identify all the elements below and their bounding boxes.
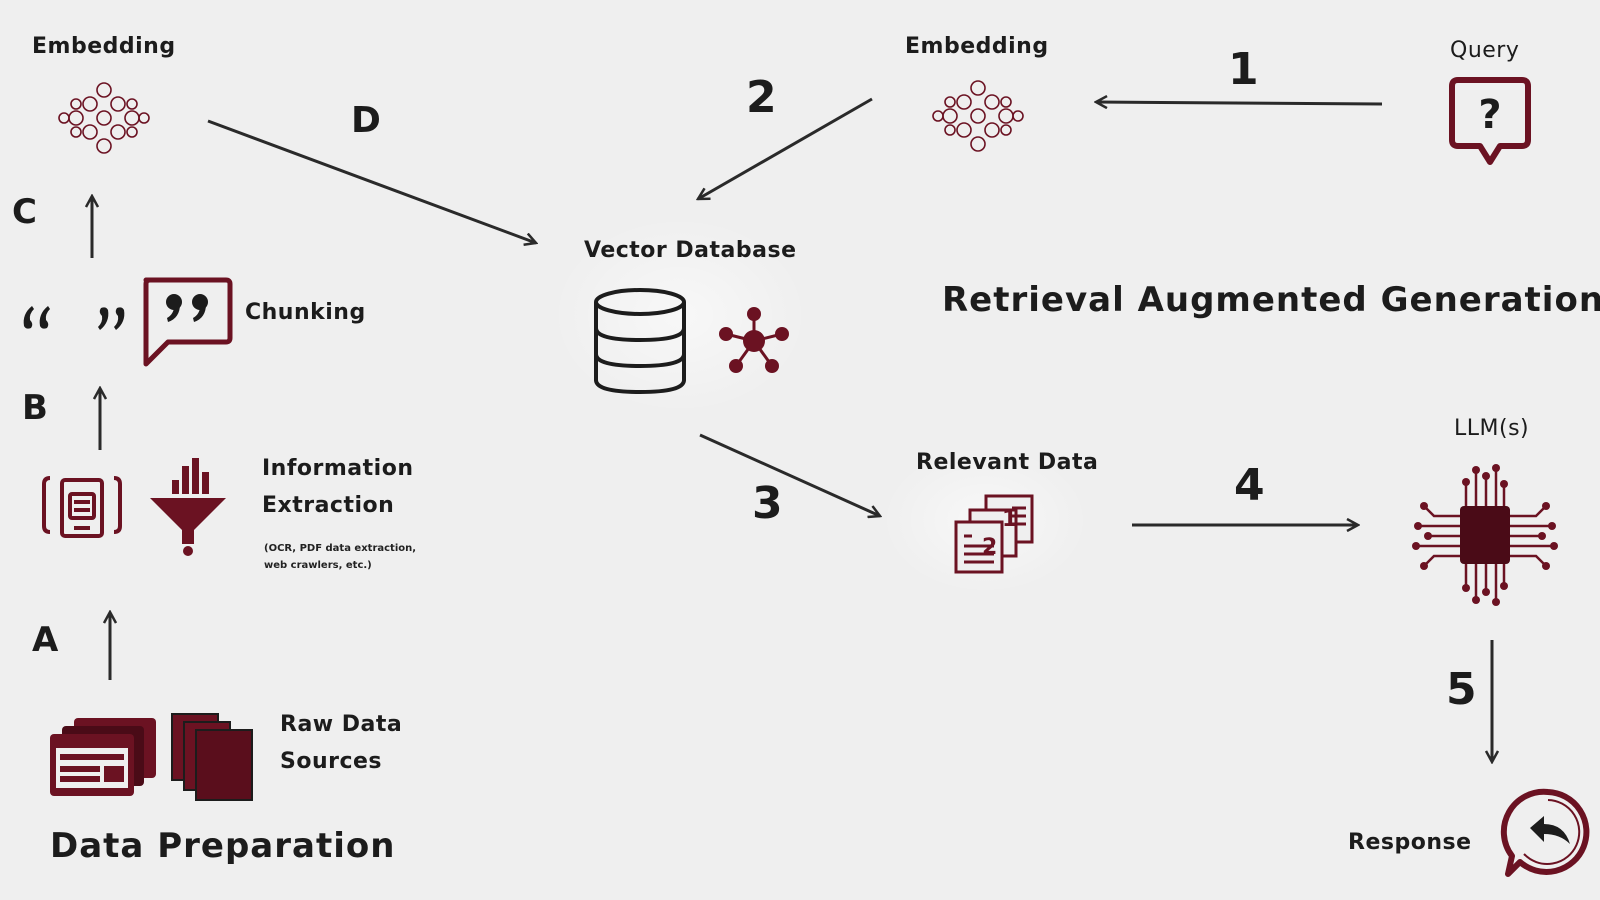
arrow-2 <box>698 97 873 199</box>
step-5: 5 <box>1446 664 1477 715</box>
document-scan-icon <box>40 470 124 548</box>
relevant-data-label: Relevant Data <box>916 450 1099 475</box>
raw-data-label-line1: Raw Data <box>280 712 403 737</box>
step-c: C <box>12 192 37 232</box>
extraction-note-line2: web crawlers, etc.) <box>264 560 372 571</box>
quotation-marks-icon <box>20 300 130 340</box>
embedding-left-label: Embedding <box>32 34 176 59</box>
vector-database-label: Vector Database <box>584 238 797 263</box>
ranked-documents-icon: 1 2 <box>952 492 1038 580</box>
document-stack-icon <box>170 712 256 806</box>
response-label: Response <box>1348 830 1472 855</box>
node-graph-icon <box>716 306 792 380</box>
step-3: 3 <box>752 478 783 529</box>
extraction-note-line1: (OCR, PDF data extraction, <box>264 543 417 554</box>
arrow-1 <box>1096 102 1383 104</box>
embedding-right-label: Embedding <box>905 34 1049 59</box>
data-preparation-title: Data Preparation <box>50 826 396 866</box>
step-a: A <box>32 620 59 660</box>
step-1: 1 <box>1228 44 1259 95</box>
step-d: D <box>351 100 381 141</box>
vector-db-highlight <box>550 215 810 415</box>
embedding-network-icon <box>930 76 1026 166</box>
step-2: 2 <box>746 72 777 123</box>
step-b: B <box>22 388 48 428</box>
chip-circuit-icon <box>1404 460 1566 614</box>
question-speech-bubble-icon: ? <box>1448 76 1532 174</box>
data-funnel-icon <box>148 454 228 562</box>
chunking-label: Chunking <box>245 300 366 325</box>
response-reply-icon <box>1500 786 1596 884</box>
arrow-3 <box>699 433 880 516</box>
arrow-d <box>207 119 536 243</box>
raw-data-label-line2: Sources <box>280 749 383 774</box>
llm-label: LLM(s) <box>1454 416 1530 441</box>
svg-text:1: 1 <box>1002 507 1017 532</box>
query-label: Query <box>1450 38 1520 63</box>
extraction-note: (OCR, PDF data extraction, web crawlers,… <box>264 540 416 574</box>
database-cylinder-icon <box>590 286 690 402</box>
rag-title: Retrieval Augmented Generation <box>942 280 1600 320</box>
information-extraction-label-line2: Extraction <box>262 493 395 518</box>
svg-text:2: 2 <box>982 535 997 560</box>
information-extraction-label-line1: Information <box>262 456 414 481</box>
step-4: 4 <box>1234 460 1265 511</box>
embedding-network-icon <box>56 78 152 168</box>
web-pages-icon <box>48 716 160 804</box>
quote-speech-bubble-icon <box>138 276 234 374</box>
svg-text:?: ? <box>1478 92 1501 138</box>
